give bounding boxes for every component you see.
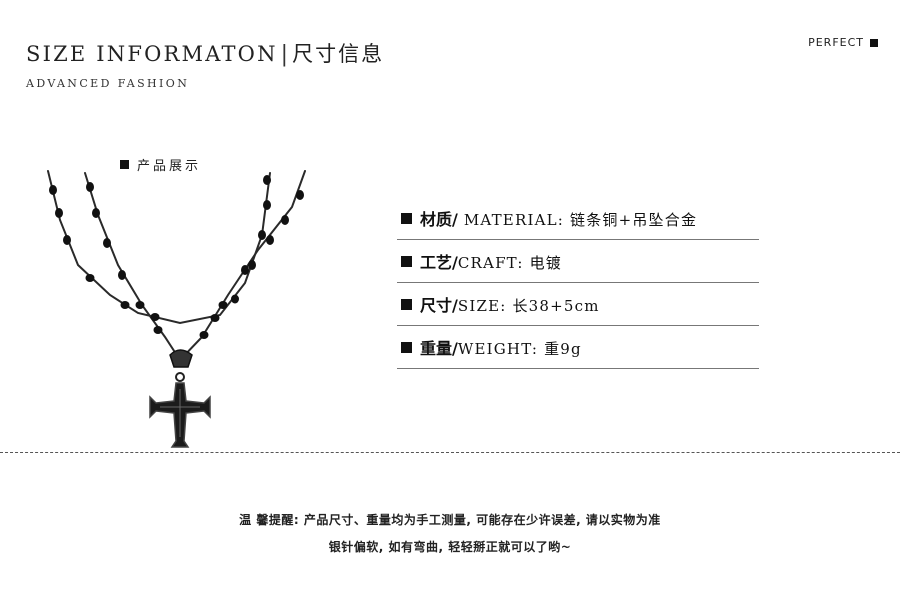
- spec-row-material: 材质/ MATERIAL: 链条铜+吊坠合金: [397, 197, 759, 240]
- product-section-label: 产品展示: [120, 155, 201, 174]
- spec-label: 工艺/: [420, 253, 458, 272]
- header: SIZE INFORMATON | 尺寸信息 ADVANCED FASHION: [26, 38, 384, 90]
- cross-pendant: [149, 349, 211, 448]
- spec-row-size: 尺寸/SIZE: 长38+5cm: [397, 283, 759, 326]
- page-title: SIZE INFORMATON | 尺寸信息: [26, 38, 384, 68]
- spec-label: 重量/: [420, 339, 458, 358]
- notice-line-1: 温 馨提醒: 产品尺寸、重量均为手工测量, 可能存在少许误差, 请以实物为准: [239, 513, 661, 527]
- spec-value: MATERIAL: 链条铜+吊坠合金: [457, 211, 698, 229]
- necklace-beads: [49, 175, 304, 339]
- square-bullet-icon: [401, 341, 412, 353]
- spec-row-weight: 重量/WEIGHT: 重9g: [397, 326, 759, 369]
- square-bullet-icon: [401, 255, 412, 267]
- perfect-label: PERFECT: [808, 36, 864, 49]
- dashed-divider: [0, 452, 900, 453]
- square-bullet-icon: [401, 212, 412, 224]
- spec-list: 材质/ MATERIAL: 链条铜+吊坠合金 工艺/CRAFT: 电镀 尺寸/S…: [397, 197, 759, 369]
- notice-line-2: 银针偏软, 如有弯曲, 轻轻掰正就可以了哟~: [328, 540, 572, 554]
- spec-value: WEIGHT: 重9g: [457, 340, 582, 358]
- square-bullet-icon: [120, 160, 129, 169]
- title-separator: |: [280, 42, 289, 67]
- title-english: SIZE INFORMATON: [26, 42, 278, 66]
- square-bullet-icon: [401, 298, 412, 310]
- title-chinese: 尺寸信息: [292, 42, 385, 66]
- necklace-chains: [47, 170, 306, 362]
- spec-label: 材质/: [420, 210, 458, 229]
- perfect-badge: PERFECT: [808, 36, 878, 49]
- product-section-text: 产品展示: [137, 159, 202, 174]
- subtitle: ADVANCED FASHION: [26, 77, 190, 90]
- necklace-cross-image: [47, 170, 306, 448]
- spec-row-craft: 工艺/CRAFT: 电镀: [397, 240, 759, 283]
- square-bullet-icon: [870, 38, 878, 47]
- spec-value: SIZE: 长38+5cm: [457, 297, 600, 315]
- spec-value: CRAFT: 电镀: [457, 254, 562, 272]
- spec-label: 尺寸/: [420, 296, 458, 315]
